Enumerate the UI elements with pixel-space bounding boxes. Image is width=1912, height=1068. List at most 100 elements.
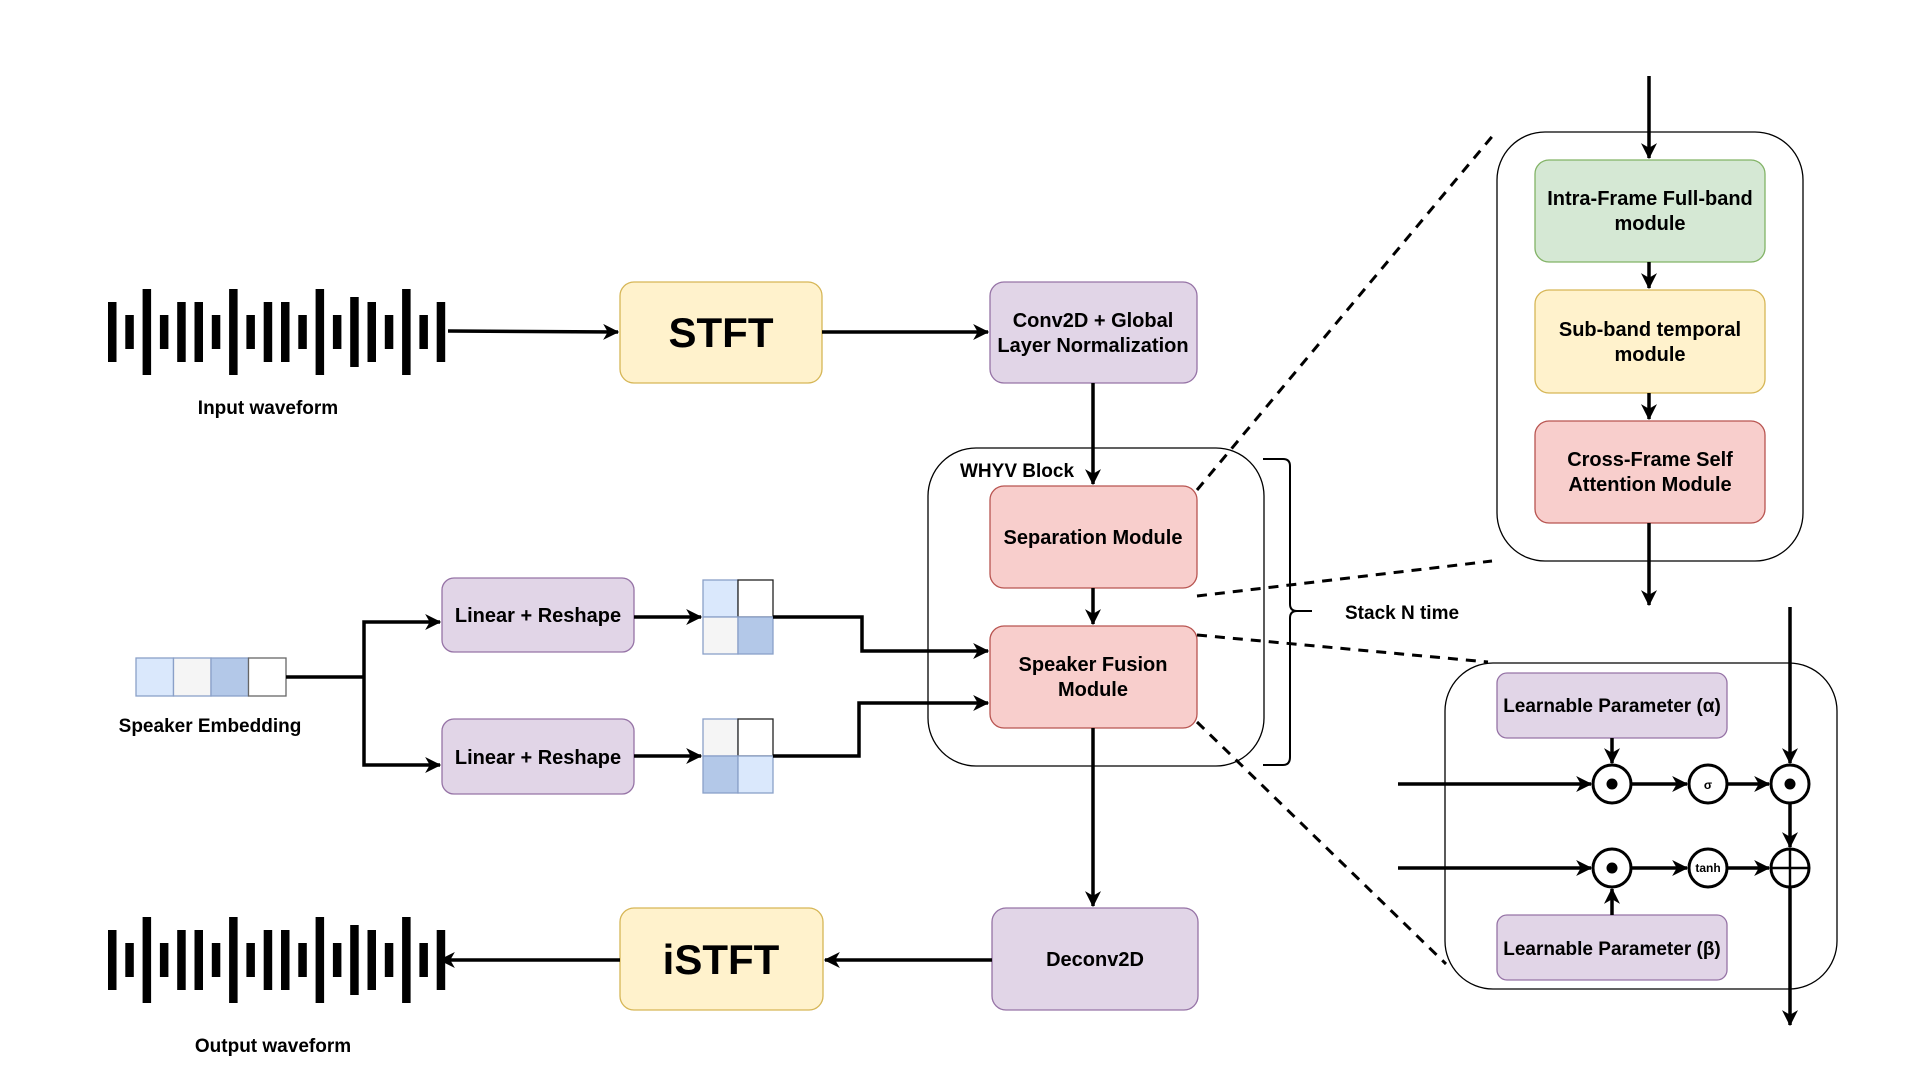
cross-frame-attention-module[interactable]: Cross-Frame Self Attention Module xyxy=(1534,420,1766,524)
intra-frame-fullband-module[interactable]: Intra-Frame Full-band module xyxy=(1534,159,1766,263)
waveform-bar xyxy=(332,315,342,349)
subband-label-line2: module xyxy=(1614,344,1685,366)
linear-reshape-bottom[interactable]: Linear + Reshape xyxy=(441,718,635,795)
waveform-bar xyxy=(298,943,307,977)
waveform-bar xyxy=(298,315,307,349)
waveform-bar xyxy=(142,289,152,375)
waveform-bar xyxy=(211,943,221,977)
waveform-bar xyxy=(281,302,290,362)
grid-cell xyxy=(737,718,774,757)
waveform-bar xyxy=(384,943,394,977)
grid-cell xyxy=(702,755,739,794)
sigmoid-icon: σ xyxy=(1687,763,1729,805)
waveform-bar xyxy=(419,315,428,349)
conv-label-line2: Layer Normalization xyxy=(997,335,1188,357)
waveform-bar xyxy=(246,943,255,977)
fusion-detail-panel: Learnable Parameter (α) Learnable Parame… xyxy=(1398,607,1838,1027)
istft-block[interactable]: iSTFT xyxy=(619,907,824,1011)
waveform-bar xyxy=(246,315,255,349)
intra-frame-label-line2: module xyxy=(1614,213,1685,235)
grid-cell xyxy=(702,579,739,618)
sum-icon xyxy=(1769,847,1811,889)
waveform-bar xyxy=(263,930,273,990)
istft-label: iSTFT xyxy=(663,936,780,983)
grid-cell xyxy=(702,718,739,757)
arrow-grid-bottom-to-fusion xyxy=(773,695,990,758)
waveform-bar xyxy=(402,289,411,375)
zoom-line-fusion-bottom xyxy=(1195,720,1448,966)
beta-label: Learnable Parameter (β) xyxy=(1503,939,1721,960)
input-waveform-icon xyxy=(108,289,446,375)
separation-label: Separation Module xyxy=(1004,527,1183,549)
zoom-line-separation-bottom xyxy=(1196,559,1493,598)
linear-reshape-top-label: Linear + Reshape xyxy=(455,605,621,627)
beta-parameter-box[interactable]: Learnable Parameter (β) xyxy=(1496,914,1728,981)
conv2d-gln-block[interactable]: Conv2D + Global Layer Normalization xyxy=(989,281,1198,384)
deconv2d-block[interactable]: Deconv2D xyxy=(991,907,1199,1011)
embedding-cell xyxy=(210,657,250,697)
grid-cell xyxy=(737,579,774,618)
hadamard-product-alpha-icon xyxy=(1591,763,1633,805)
waveform-bar xyxy=(315,289,325,375)
subband-label-line1: Sub-band temporal xyxy=(1559,319,1741,341)
deconv-label: Deconv2D xyxy=(1046,949,1144,971)
svg-text:tanh: tanh xyxy=(1695,861,1720,875)
branch-to-bottom-linear xyxy=(362,677,442,773)
waveform-bar xyxy=(263,302,273,362)
waveform-bar xyxy=(194,930,203,990)
linear-reshape-top[interactable]: Linear + Reshape xyxy=(441,577,635,653)
stack-label: Stack N time xyxy=(1345,603,1459,624)
waveform-bar xyxy=(367,930,376,990)
separation-module[interactable]: Separation Module xyxy=(989,485,1198,589)
waveform-bar xyxy=(229,289,238,375)
stack-brace xyxy=(1263,458,1312,766)
waveform-bar xyxy=(402,917,411,1003)
embedding-cell xyxy=(247,657,287,697)
linear-reshape-bottom-label: Linear + Reshape xyxy=(455,747,621,769)
waveform-bar xyxy=(159,943,169,977)
waveform-bar xyxy=(367,302,376,362)
arrow-input-to-stft xyxy=(447,323,620,340)
waveform-bar xyxy=(211,315,221,349)
waveform-bar xyxy=(125,315,134,349)
output-waveform-label: Output waveform xyxy=(195,1036,351,1057)
grid-cell xyxy=(702,616,739,655)
fusion-label-line2: Module xyxy=(1058,679,1128,701)
stft-block[interactable]: STFT xyxy=(619,281,823,384)
arrow-grid-top-to-fusion xyxy=(773,615,990,659)
alpha-label: Learnable Parameter (α) xyxy=(1503,696,1721,717)
cross-frame-label-line1: Cross-Frame Self xyxy=(1567,449,1733,471)
waveform-bar xyxy=(125,943,134,977)
waveform-bar xyxy=(350,925,359,995)
grid-cell xyxy=(737,755,774,794)
waveform-bar xyxy=(108,302,117,362)
waveform-bar xyxy=(436,302,446,362)
output-waveform-icon xyxy=(108,917,446,1003)
alpha-parameter-box[interactable]: Learnable Parameter (α) xyxy=(1496,672,1728,739)
hadamard-product-beta-icon xyxy=(1591,847,1633,889)
embedding-cell xyxy=(135,657,175,697)
waveform-bar xyxy=(419,943,428,977)
cross-frame-label-line2: Attention Module xyxy=(1568,474,1731,496)
waveform-bar xyxy=(177,302,186,362)
grid-cell xyxy=(737,616,774,655)
separation-detail-panel: Intra-Frame Full-band module Sub-band te… xyxy=(1496,76,1804,607)
waveform-bar xyxy=(194,302,203,362)
input-waveform-label: Input waveform xyxy=(198,398,338,419)
fusion-label-line1: Speaker Fusion xyxy=(1019,654,1168,676)
waveform-bar xyxy=(159,315,169,349)
whyv-block-container xyxy=(927,447,1265,767)
speaker-fusion-module[interactable]: Speaker Fusion Module xyxy=(989,625,1198,729)
waveform-bar xyxy=(281,930,290,990)
stft-label: STFT xyxy=(669,309,774,356)
subband-temporal-module[interactable]: Sub-band temporal module xyxy=(1534,289,1766,394)
embedding-cell xyxy=(172,657,212,697)
speaker-embedding-label: Speaker Embedding xyxy=(119,716,302,737)
waveform-bar xyxy=(229,917,238,1003)
svg-text:σ: σ xyxy=(1704,778,1712,792)
waveform-bar xyxy=(332,943,342,977)
zoom-line-fusion-top xyxy=(1196,633,1489,664)
conv-label-line1: Conv2D + Global xyxy=(1013,310,1174,332)
whyv-block-label: WHYV Block xyxy=(960,461,1074,482)
